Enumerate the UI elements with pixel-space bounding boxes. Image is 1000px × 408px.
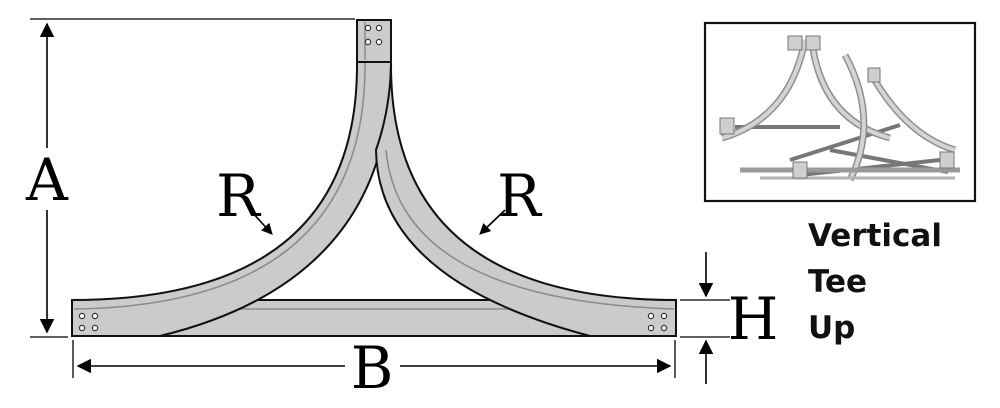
right-curved-rail bbox=[374, 64, 677, 337]
bolt-holes-top bbox=[364, 24, 383, 46]
dimension-b-label: B bbox=[351, 334, 394, 402]
radius-left: R bbox=[216, 162, 273, 235]
bolt-holes-right bbox=[647, 312, 668, 332]
dimension-a: A bbox=[25, 18, 355, 338]
inset-3d-view bbox=[703, 21, 977, 203]
title-line-1: Vertical bbox=[808, 218, 942, 254]
dimension-h-label: H bbox=[728, 285, 779, 353]
right-rail-inner-line bbox=[385, 149, 675, 310]
left-rail-inner-line bbox=[73, 22, 366, 310]
bolt-holes-left bbox=[78, 312, 99, 332]
title-line-2: Tee bbox=[808, 264, 868, 300]
dimension-a-label: A bbox=[25, 146, 69, 214]
radius-right-label: R bbox=[497, 162, 543, 230]
title-line-3: Up bbox=[808, 310, 856, 346]
left-curved-rail bbox=[71, 19, 392, 337]
tray-assembly bbox=[71, 19, 677, 337]
dimension-b: B bbox=[72, 334, 676, 402]
radius-left-label: R bbox=[216, 162, 262, 230]
top-stub bbox=[356, 19, 392, 63]
dimension-h: H bbox=[680, 252, 778, 384]
radius-right: R bbox=[479, 162, 543, 235]
